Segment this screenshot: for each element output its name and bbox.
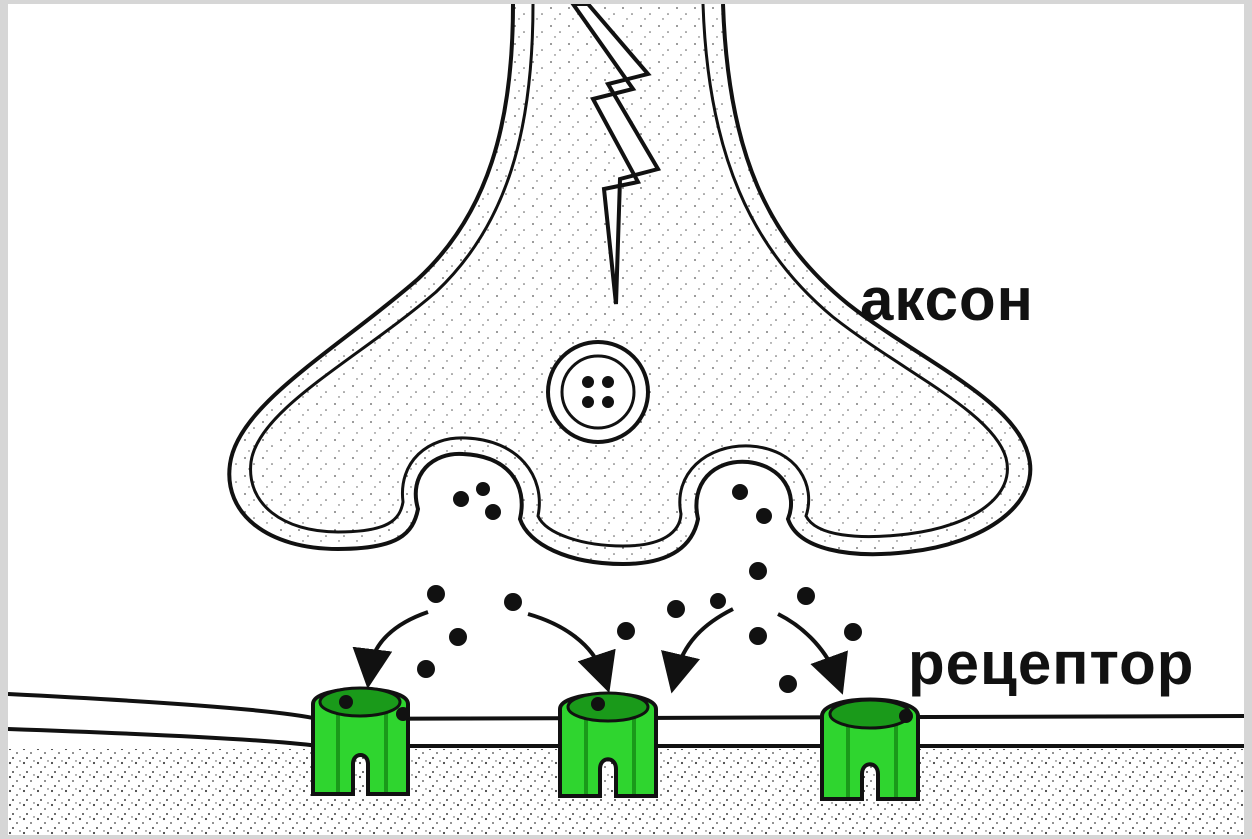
synapse-diagram: аксон рецептор — [8, 4, 1244, 835]
diffusion-arrows — [370, 609, 836, 676]
synaptic-vesicle — [540, 334, 656, 450]
axon-label: аксон — [860, 270, 1034, 330]
neurotransmitter-molecules — [417, 562, 862, 693]
synapse-illustration — [8, 4, 1244, 835]
receptor-label: рецептор — [908, 634, 1194, 694]
